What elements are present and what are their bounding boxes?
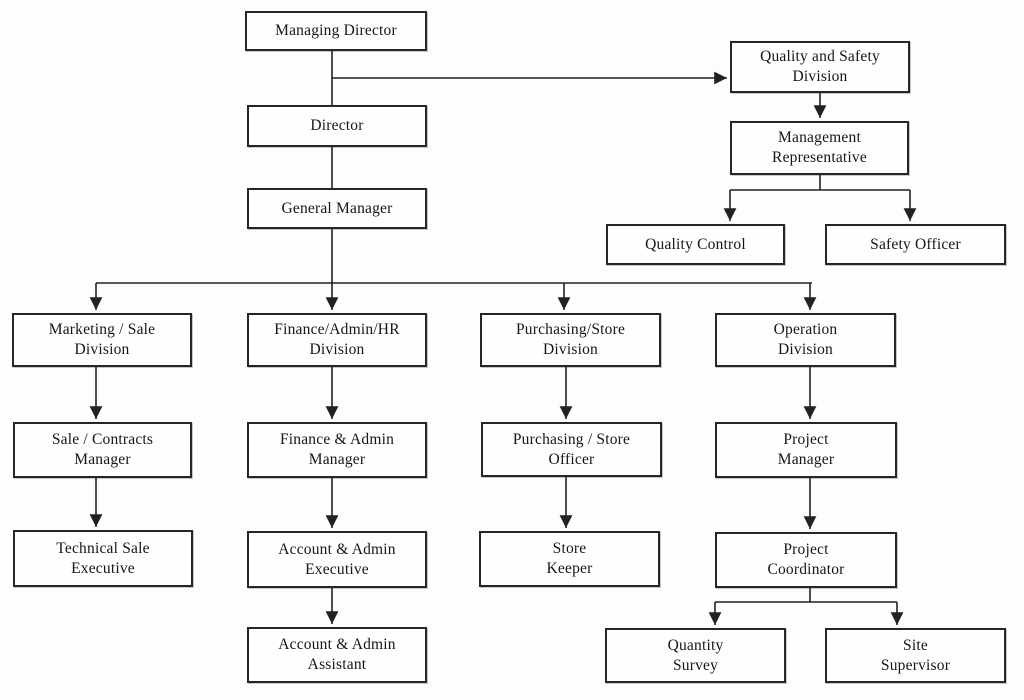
- node-purchasing-store-division: Purchasing/Store Division: [480, 313, 661, 367]
- node-management-representative: Management Representative: [730, 121, 909, 175]
- node-finance-admin-hr-division: Finance/Admin/HR Division: [247, 313, 427, 367]
- node-technical-sale-executive: Technical Sale Executive: [13, 530, 193, 587]
- node-operation-division: Operation Division: [715, 313, 896, 367]
- node-safety-officer: Safety Officer: [825, 224, 1006, 265]
- node-quantity-survey: Quantity Survey: [605, 628, 786, 683]
- node-site-supervisor: Site Supervisor: [825, 628, 1006, 683]
- node-managing-director: Managing Director: [245, 11, 427, 51]
- node-purchasing-store-officer: Purchasing / Store Officer: [481, 422, 662, 477]
- node-quality-control: Quality Control: [606, 224, 785, 265]
- node-director: Director: [247, 105, 427, 147]
- node-sale-contracts-manager: Sale / Contracts Manager: [13, 422, 192, 478]
- node-project-manager: Project Manager: [715, 422, 897, 478]
- node-quality-safety-division: Quality and Safety Division: [730, 41, 910, 93]
- node-finance-admin-manager: Finance & Admin Manager: [247, 422, 427, 478]
- node-project-coordinator: Project Coordinator: [715, 532, 897, 588]
- node-marketing-sale-division: Marketing / Sale Division: [12, 313, 192, 367]
- node-account-admin-assistant: Account & Admin Assistant: [247, 627, 427, 683]
- node-general-manager: General Manager: [247, 188, 427, 229]
- node-store-keeper: Store Keeper: [479, 531, 660, 587]
- node-account-admin-executive: Account & Admin Executive: [247, 531, 427, 588]
